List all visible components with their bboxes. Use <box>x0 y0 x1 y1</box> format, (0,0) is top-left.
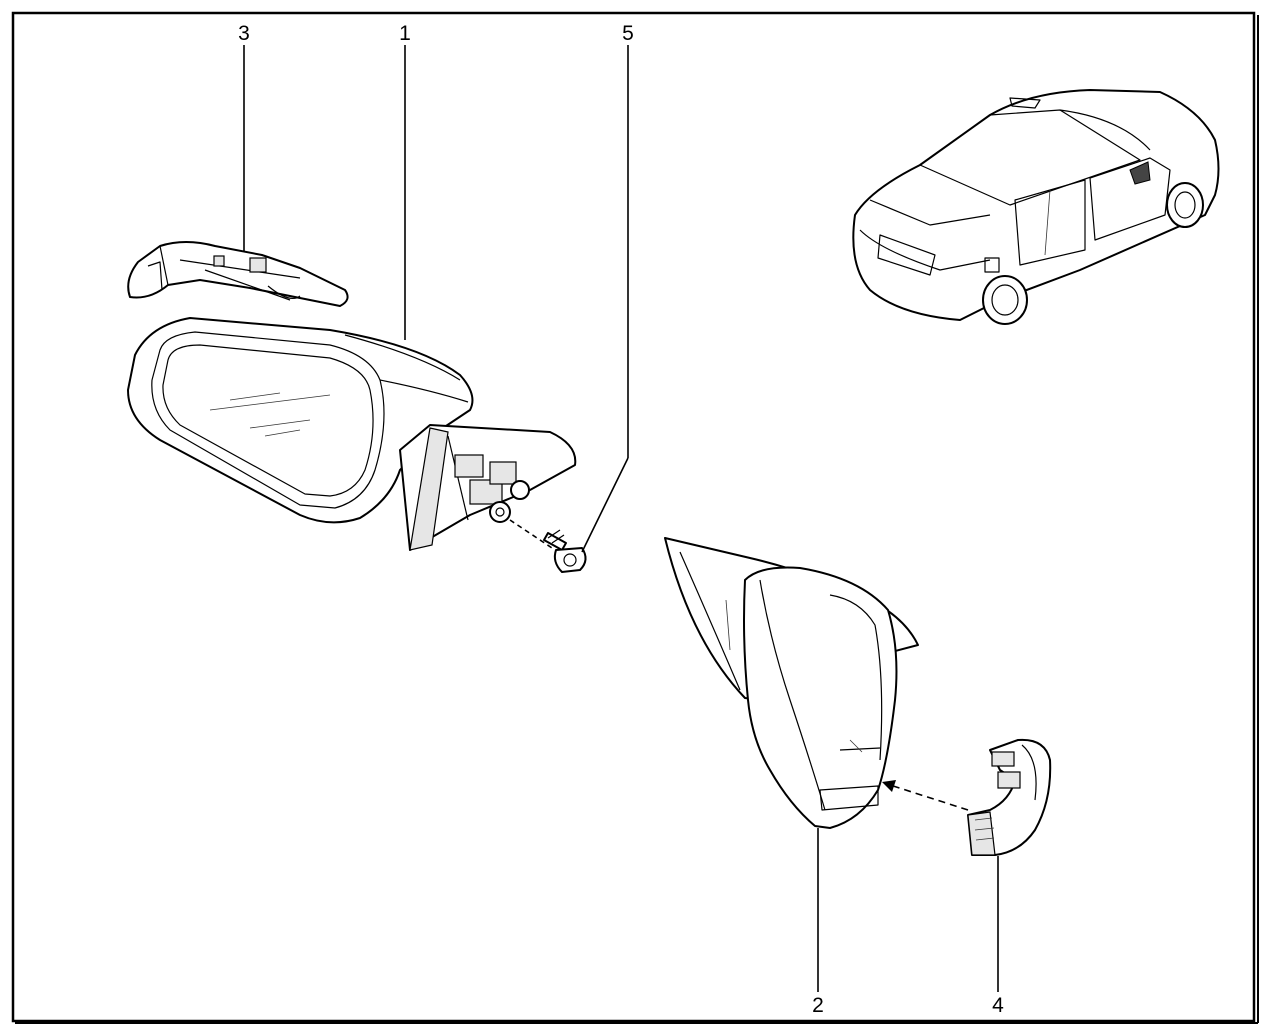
leader-line-5-b <box>581 457 629 553</box>
part-2-mirror-cap <box>664 537 919 829</box>
callout-2: 2 <box>812 994 824 1017</box>
arrow-head <box>882 780 896 792</box>
adjuster-motor <box>454 454 530 523</box>
vehicle-locator-sketch <box>852 89 1220 325</box>
diagram-border <box>11 11 1256 1023</box>
part-4-turn-signal-lamp <box>882 738 1052 856</box>
callout-4: 4 <box>992 994 1004 1017</box>
callout-1: 1 <box>399 22 411 45</box>
part-3-trim-cover <box>127 241 349 307</box>
callout-3: 3 <box>238 22 250 45</box>
part-5-screw <box>509 519 587 573</box>
callout-5: 5 <box>622 22 634 45</box>
part-1-mirror-housing <box>127 317 577 551</box>
mirror-location-marker <box>1129 161 1151 185</box>
